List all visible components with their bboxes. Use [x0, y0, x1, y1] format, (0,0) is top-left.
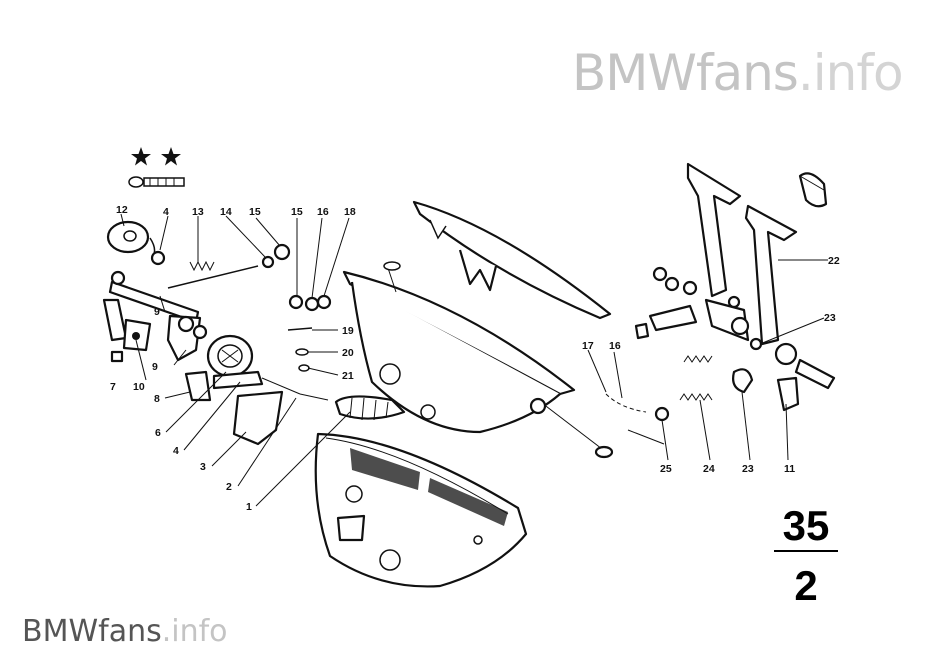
page-number-bottom: 2: [794, 562, 817, 609]
bottom-pan-assembly: [314, 200, 614, 588]
callout-4-top: 4: [163, 206, 169, 218]
callout-21: 22: [828, 255, 840, 267]
callout-8: 9: [154, 306, 160, 318]
watermark-bottom: BMWfans.info: [22, 614, 228, 649]
callout-17: 18: [344, 206, 356, 218]
callout-10: 7: [110, 381, 116, 393]
callout-3: 3: [200, 461, 206, 473]
callout-18: 19: [342, 325, 354, 337]
watermark-top: BMWfans.info: [572, 44, 904, 102]
callout-22: 23: [824, 312, 836, 324]
callout-23: 23: [742, 463, 754, 475]
callout-1: 1: [246, 501, 252, 513]
page-number: 35 2: [774, 502, 838, 609]
callout-15-left: 15: [291, 206, 303, 218]
leader-lines: [120, 213, 828, 507]
pedal-linkage-assembly: [102, 220, 406, 446]
callout-6: 8: [154, 393, 160, 405]
callout-9-left: 10: [133, 381, 145, 393]
callout-15-right: 16: [609, 340, 621, 352]
callout-5: 6: [155, 427, 161, 439]
double-star-icon: [131, 147, 181, 166]
callout-labels: 12 4 13 14 15 15 16 18 19 20 21 9 9 7 10…: [110, 204, 840, 513]
callout-4-bottom: 4: [173, 445, 179, 457]
callout-11: 12: [116, 204, 128, 216]
callout-2: 2: [226, 481, 232, 493]
pedal-assembly-right: [605, 162, 836, 445]
callout-9-right: 11: [784, 463, 795, 475]
callout-7: 9: [152, 361, 158, 373]
key-symbol-icon: [128, 176, 185, 188]
callout-24: 24: [703, 463, 715, 475]
callout-12: 13: [192, 206, 204, 218]
callout-16-right: 17: [582, 340, 594, 352]
callout-25: 25: [660, 463, 672, 475]
callout-14: 15: [249, 206, 261, 218]
page-number-top: 35: [783, 502, 830, 549]
callout-16-left: 16: [317, 206, 329, 218]
callout-13: 14: [220, 206, 232, 218]
callout-20: 21: [342, 370, 354, 382]
callout-19: 20: [342, 347, 354, 359]
